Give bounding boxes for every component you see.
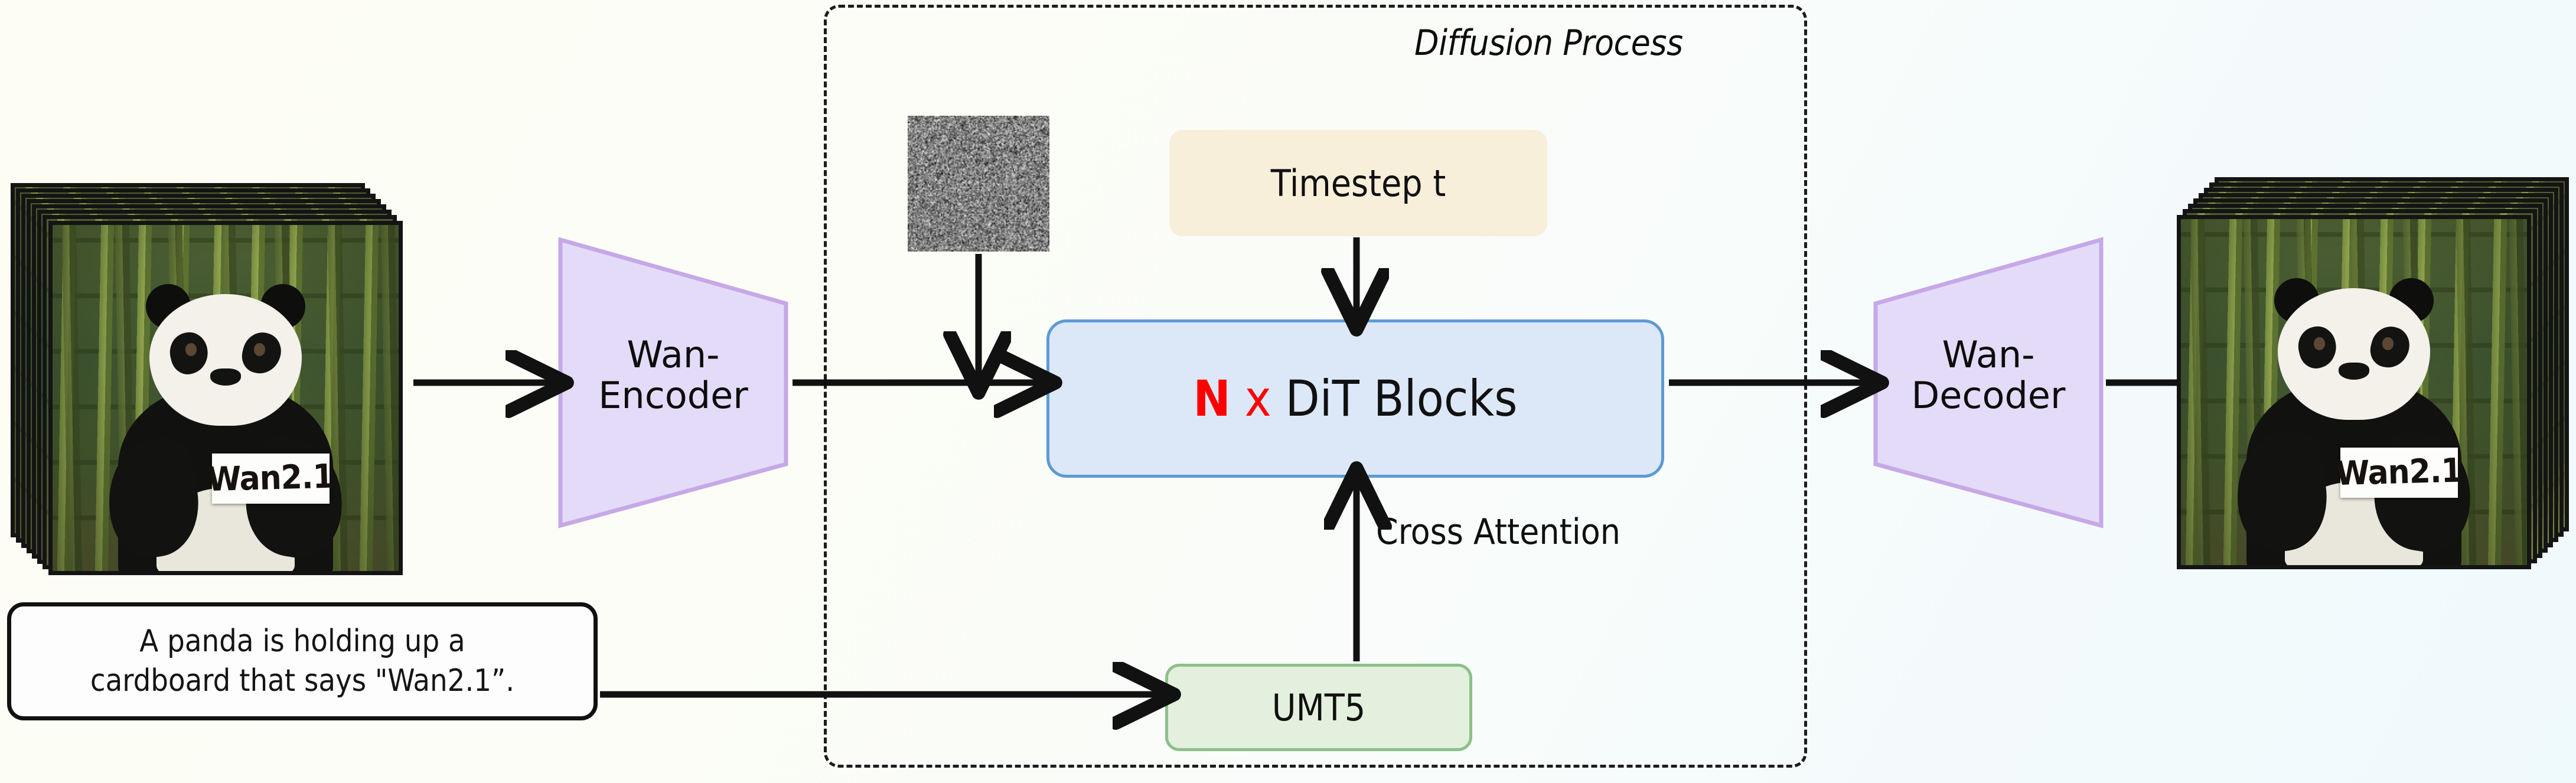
prompt-textbox[interactable]: A panda is holding up a cardboard that s… xyxy=(7,602,598,720)
dit-repeat-count: N xyxy=(1193,370,1231,428)
panda-sign-text: Wan2.1 xyxy=(2335,452,2463,494)
dit-blocks-node[interactable]: N x DiT Blocks xyxy=(1046,319,1664,478)
wan-encoder-node[interactable]: Wan- Encoder xyxy=(558,236,788,529)
umt5-label: UMT5 xyxy=(1271,686,1366,729)
wan-decoder-label: Wan- Decoder xyxy=(1911,333,2066,417)
dit-blocks-label: N x DiT Blocks xyxy=(1193,370,1517,428)
noise-latent-icon xyxy=(908,116,1049,252)
umt5-node[interactable]: UMT5 xyxy=(1165,664,1472,751)
wan-encoder-label: Wan- Encoder xyxy=(598,333,748,417)
panda-sign: Wan2.1 xyxy=(2335,447,2463,498)
output-video-stack: Wan2.1 xyxy=(2177,177,2569,569)
panda-sign-text: Wan2.1 xyxy=(207,458,334,500)
video-frame-front: Wan2.1 xyxy=(2177,215,2531,569)
dit-blocks-text: DiT Blocks xyxy=(1285,370,1518,428)
timestep-node[interactable]: Timestep t xyxy=(1169,130,1547,236)
wan-decoder-node[interactable]: Wan- Decoder xyxy=(1873,236,2104,529)
diffusion-process-label: Diffusion Process xyxy=(1414,22,1683,64)
timestep-label: Timestep t xyxy=(1270,161,1446,205)
cross-attention-label: Cross Attention xyxy=(1376,511,1620,553)
video-frame-front: Wan2.1 xyxy=(48,221,403,575)
dit-times-symbol: x xyxy=(1244,370,1271,428)
input-video-stack: Wan2.1 xyxy=(11,183,403,575)
prompt-line-2: cardboard that says "Wan2.1”. xyxy=(90,663,515,699)
panda-sign: Wan2.1 xyxy=(207,453,334,504)
prompt-line-1: A panda is holding up a xyxy=(139,624,465,660)
diffusion-process-group xyxy=(824,5,1807,768)
